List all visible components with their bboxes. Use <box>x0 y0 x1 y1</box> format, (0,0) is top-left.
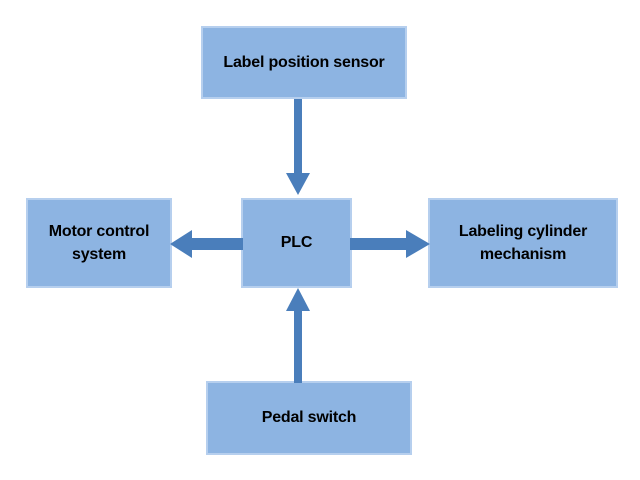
node-motor-control-system[interactable]: Motor control system <box>26 198 172 288</box>
arrow-up-icon <box>286 288 310 383</box>
node-labeling-cylinder-mechanism[interactable]: Labeling cylinder mechanism <box>428 198 618 288</box>
arrow-right-icon <box>350 230 430 258</box>
node-pedal-switch-label: Pedal switch <box>261 409 357 427</box>
node-label-position-sensor-label: Label position sensor <box>223 53 385 71</box>
node-motor-control-system-label: Motor control system <box>48 222 150 263</box>
node-pedal-switch[interactable]: Pedal switch <box>206 381 412 455</box>
node-label-position-sensor[interactable]: Label position sensor <box>201 26 407 99</box>
arrow-down-icon <box>286 99 310 195</box>
node-plc[interactable]: PLC <box>241 198 352 288</box>
node-labeling-cylinder-mechanism-label: Labeling cylinder mechanism <box>458 222 588 263</box>
arrow-left-icon <box>170 230 243 258</box>
node-plc-label: PLC <box>280 234 313 252</box>
